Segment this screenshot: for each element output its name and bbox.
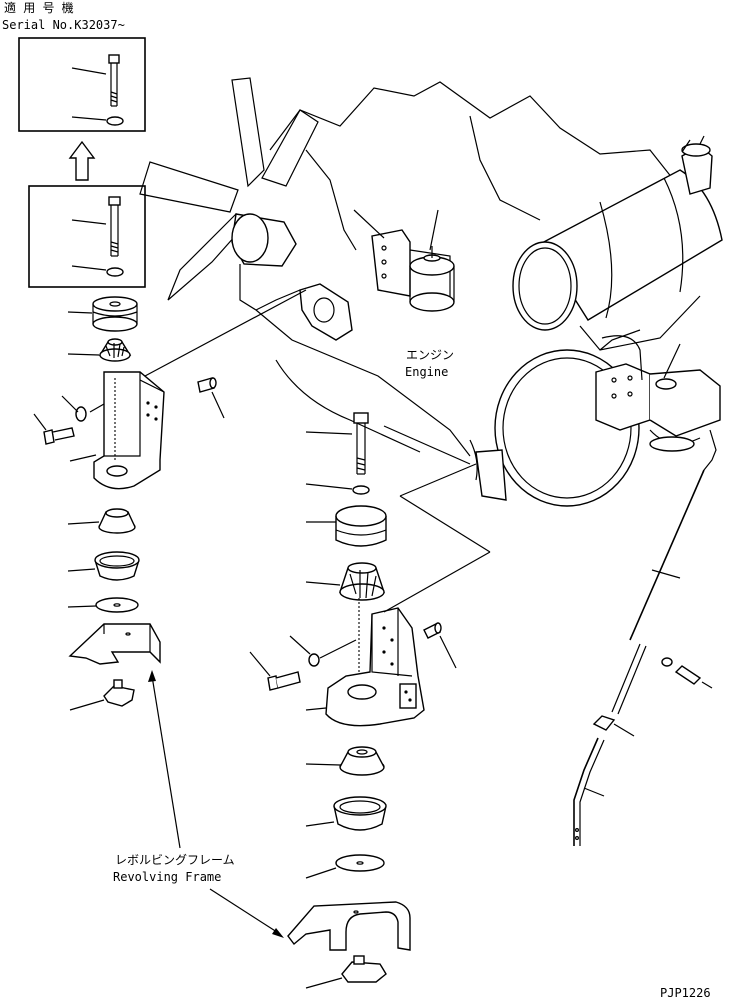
arrow-head-icon — [272, 928, 284, 938]
cushion-cup-icon — [94, 551, 140, 581]
mount-bracket-icon — [325, 607, 425, 727]
inset-box-old-bolt — [28, 185, 146, 288]
cone-cushion-icon — [339, 562, 385, 601]
dowel-pin-icon — [423, 622, 442, 639]
bolt-icon — [661, 657, 702, 685]
cushion-cup-icon — [333, 796, 387, 831]
pulley-icon — [231, 213, 297, 267]
arrow-up-icon — [68, 140, 96, 181]
bolt-icon — [353, 412, 369, 475]
flat-washer-icon — [95, 597, 139, 613]
clip-nut-icon — [341, 955, 387, 983]
leader-line — [399, 495, 491, 553]
washer-icon — [352, 485, 370, 495]
rubber-cushion-icon — [335, 505, 387, 547]
center-mount-stack — [249, 412, 457, 989]
frame-plate-icon — [68, 623, 161, 665]
rubber-cushion-icon — [92, 296, 138, 332]
engine-mount-bracket-icon — [371, 229, 455, 312]
cone-cushion-icon — [98, 338, 132, 362]
leader-line — [383, 551, 491, 613]
frame-label-jp: レボルビングフレーム — [115, 853, 235, 867]
left-mount-stack — [33, 296, 225, 711]
leader-line — [383, 425, 471, 465]
washer-icon — [75, 406, 87, 422]
fan-icon — [139, 77, 319, 301]
leader-line — [209, 888, 281, 935]
engine-label-en: Engine — [405, 365, 448, 379]
engine-outline — [139, 77, 723, 507]
leader-line — [144, 289, 307, 377]
cone-cushion-icon — [339, 746, 385, 776]
clip-nut-icon — [592, 715, 616, 731]
washer-icon — [308, 653, 320, 667]
bolt-icon — [108, 54, 120, 107]
frame-label-en: Revolving Frame — [113, 870, 221, 884]
washer-icon — [106, 267, 124, 277]
engine-mount-bracket-icon — [595, 363, 721, 452]
arrow-head-icon — [148, 670, 156, 682]
muffler-icon — [512, 135, 723, 331]
frame-plate-icon — [287, 901, 411, 951]
drawing-code: PJP1226 — [660, 986, 711, 1000]
applicable-serial-label: 適 用 号 機 — [4, 0, 74, 15]
flat-washer-icon — [335, 854, 385, 872]
washer-icon — [106, 116, 124, 126]
inset-box-new-bolt — [18, 37, 146, 132]
bolt-icon — [43, 427, 75, 445]
bent-rod-icon — [573, 737, 605, 846]
bolt-icon — [267, 671, 301, 691]
serial-number-text: Serial No.K32037~ — [2, 18, 125, 32]
bolt-icon — [108, 196, 121, 257]
cone-cushion-icon — [98, 508, 136, 534]
clip-nut-icon — [103, 679, 135, 707]
dowel-pin-icon — [197, 377, 217, 393]
mount-bracket-icon — [93, 371, 165, 490]
support-rod-icon — [611, 429, 717, 715]
flange-icon — [299, 283, 353, 341]
leader-line — [399, 463, 477, 497]
engine-label-jp: エンジン — [406, 348, 454, 362]
leader-line — [151, 675, 181, 849]
